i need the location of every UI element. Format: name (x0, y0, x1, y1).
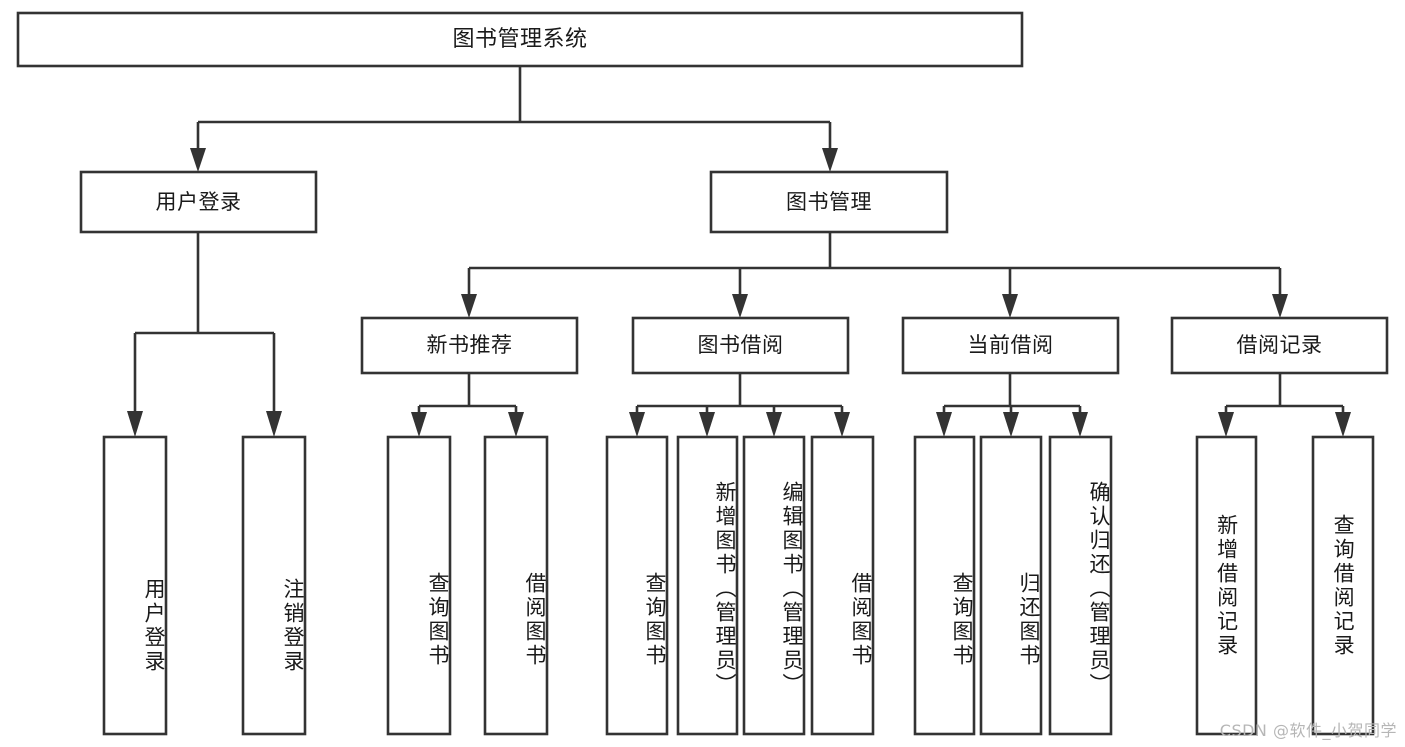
node-box-user-login[interactable] (79, 170, 318, 234)
node-box-leaf-return-book[interactable] (979, 435, 1043, 736)
arrow-head-leaf-query-book-2 (629, 412, 645, 437)
node-box-leaf-query-record[interactable] (1311, 435, 1375, 736)
watermark-text: CSDN @软件_小贺同学 (1219, 721, 1397, 740)
node-box-root[interactable] (16, 11, 1024, 68)
arrow-head-leaf-logout (266, 411, 282, 437)
node-box-borrow-record[interactable] (1170, 316, 1389, 375)
arrow-head-new-book-recommend (461, 294, 477, 318)
arrow-head-leaf-query-record (1335, 412, 1351, 437)
node-box-leaf-query-book-1[interactable] (386, 435, 452, 736)
arrow-head-borrow-record (1272, 294, 1288, 318)
arrow-head-leaf-add-record (1218, 412, 1234, 437)
node-box-book-management[interactable] (709, 170, 949, 234)
arrow-head-leaf-query-book-1 (411, 412, 427, 437)
node-box-leaf-borrow-book-1[interactable] (483, 435, 549, 736)
arrow-head-leaf-borrow-book-1 (508, 412, 524, 437)
arrow-head-leaf-confirm-return (1072, 412, 1088, 437)
node-box-leaf-user-login[interactable] (102, 435, 168, 736)
arrow-head-leaf-add-book (699, 412, 715, 437)
node-box-leaf-edit-book[interactable] (742, 435, 806, 736)
node-box-book-borrow[interactable] (631, 316, 850, 375)
node-box-leaf-add-record[interactable] (1195, 435, 1258, 736)
node-box-current-borrow[interactable] (901, 316, 1120, 375)
arrow-head-current-borrow (1002, 294, 1018, 318)
arrow-head-leaf-return-book (1003, 412, 1019, 437)
arrow-head-book-borrow (732, 294, 748, 318)
node-box-leaf-confirm-return[interactable] (1048, 435, 1113, 736)
node-box-leaf-add-book[interactable] (676, 435, 739, 736)
arrow-head-leaf-user-login (127, 411, 143, 437)
arrow-head-leaf-edit-book (766, 412, 782, 437)
node-box-leaf-query-book-2[interactable] (605, 435, 669, 736)
arrow-head-leaf-query-book-3 (936, 412, 952, 437)
arrow-head-leaf-borrow-book-2 (834, 412, 850, 437)
node-box-leaf-query-book-3[interactable] (913, 435, 976, 736)
node-box-leaf-borrow-book-2[interactable] (810, 435, 875, 736)
node-box-leaf-logout[interactable] (241, 435, 307, 736)
arrow-head-user-login (190, 148, 206, 172)
arrow-head-book-management (822, 148, 838, 172)
node-box-new-book-recommend[interactable] (360, 316, 579, 375)
